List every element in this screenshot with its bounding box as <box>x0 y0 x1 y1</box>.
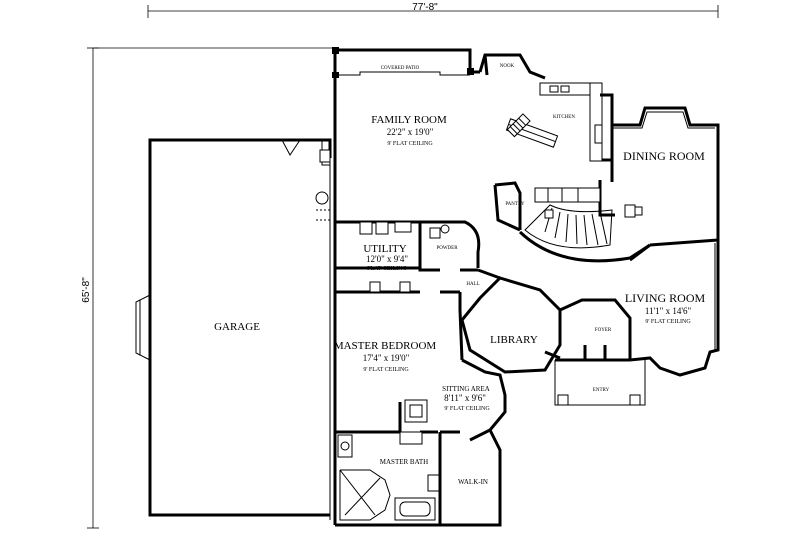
family-room-ceiling: 9' FLAT CEILING <box>387 141 433 147</box>
utility-label: UTILITY <box>363 243 406 255</box>
sitting-area-ceiling: 9' FLAT CEILING <box>444 406 490 412</box>
dimension-lines <box>87 5 719 529</box>
kitchen-label: KITCHEN <box>553 115 575 120</box>
pantry-stair <box>493 181 651 263</box>
foyer-entry <box>554 298 646 406</box>
master-bedroom-ceiling: 9' FLAT CEILING <box>363 367 409 373</box>
sitting-area-size: 8'11" x 9'6" <box>444 393 486 403</box>
living-room-ceiling: 9' FLAT CEILING <box>645 319 691 325</box>
powder-label: POWDER <box>436 246 458 251</box>
family-room-walls <box>332 47 546 232</box>
garage-walls <box>135 138 332 520</box>
entry-label: ENTRY <box>593 388 610 393</box>
covered-patio-label: COVERED PATIO <box>381 66 420 71</box>
sitting-area-label: SITTING AREA <box>442 385 490 393</box>
family-room-size: 22'2" x 19'0" <box>387 127 434 137</box>
master-bath-label: MASTER BATH <box>380 458 428 466</box>
master-bedroom-size: 17'4" x 19'0" <box>363 353 410 363</box>
garage-label: GARAGE <box>214 321 260 333</box>
kitchen-layout <box>505 82 612 162</box>
master-bedroom-label: MASTER BEDROOM <box>334 340 437 352</box>
living-room-label: LIVING ROOM <box>625 291 706 305</box>
utility-size: 12'0" x 9'4" <box>366 254 408 264</box>
utility-walls <box>335 220 501 280</box>
family-room-label: FAMILY ROOM <box>371 114 447 126</box>
exterior-walls <box>610 125 720 245</box>
library-walls <box>460 276 562 374</box>
living-room-size: 11'1" x 14'6" <box>645 306 692 316</box>
overall-depth-label: 65'-8" <box>81 277 92 303</box>
walk-in-label: WALK-IN <box>458 478 488 486</box>
dining-room-label: DINING ROOM <box>623 149 705 163</box>
master-bath-walls <box>333 429 502 527</box>
overall-width-label: 77'-8" <box>412 2 438 13</box>
nook-label: NOOK <box>500 64 515 69</box>
living-room-walls <box>629 238 720 377</box>
dining-room-walls <box>598 93 720 240</box>
pantry-label: PANTRY <box>505 202 525 207</box>
utility-ceiling: FLAT CEILING <box>367 266 407 272</box>
library-label: LIBRARY <box>490 334 538 346</box>
hall-label: HALL <box>466 282 479 287</box>
foyer-label: FOYER <box>595 328 612 333</box>
